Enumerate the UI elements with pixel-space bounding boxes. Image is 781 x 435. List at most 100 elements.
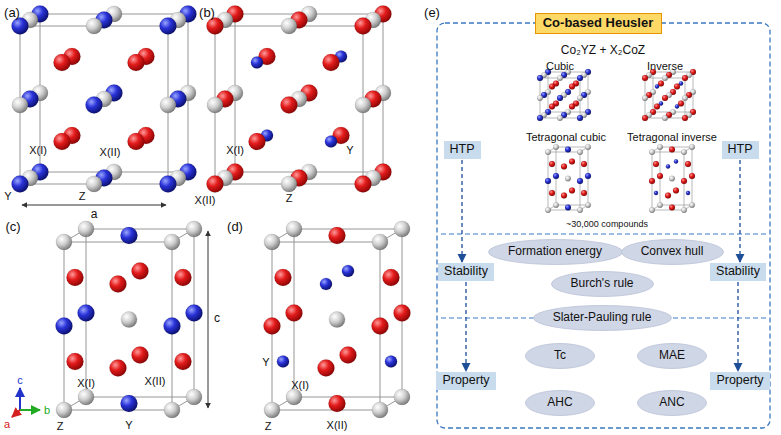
atom-sphere [537, 75, 543, 81]
atom-sphere [54, 54, 71, 71]
site-label: X(II) [145, 376, 166, 387]
atom-sphere [186, 389, 202, 405]
flow-arrow [739, 160, 740, 262]
dimension-label: c [214, 312, 220, 324]
crystal-structures [12, 6, 697, 418]
atom-sphere [54, 133, 71, 150]
atom-sphere [665, 193, 671, 199]
atom-sphere [286, 305, 303, 322]
cell-edge [548, 152, 580, 153]
mini-tetragonal-cell [545, 144, 591, 213]
atom-sphere [561, 164, 567, 170]
ellipse-shape [526, 344, 595, 369]
property-ellipse: Slater-Pauling rule [533, 305, 672, 331]
atom-sphere [666, 164, 670, 168]
dimension-label: a [91, 208, 98, 220]
atom-sphere [655, 84, 659, 88]
site-label: Y [346, 145, 353, 156]
site-label: X(I) [291, 380, 309, 391]
atom-sphere [662, 75, 668, 81]
cell-edge [660, 147, 692, 148]
atom-sphere [685, 161, 691, 167]
atom-sphere [682, 75, 688, 81]
ellipse-shape [488, 240, 622, 265]
atom-sphere [372, 402, 388, 418]
atom-sphere [56, 318, 73, 335]
atom-sphere [264, 318, 281, 335]
atom-sphere [340, 347, 357, 364]
cell-edge [652, 210, 684, 211]
atom-sphere [355, 18, 372, 35]
atom-sphere [121, 227, 138, 244]
cell-edge [64, 242, 172, 243]
atom-sphere [682, 95, 688, 101]
panel-letter: (b) [199, 6, 215, 19]
site-label: X(I) [77, 378, 95, 389]
atom-sphere [577, 207, 583, 213]
dimension-arrow [22, 205, 166, 206]
atom-sphere [128, 133, 145, 150]
ellipse-shape [526, 391, 595, 416]
atom-sphere [689, 202, 695, 208]
atom-sphere [669, 205, 675, 211]
atom-sphere [56, 234, 72, 250]
atom-sphere [581, 161, 587, 167]
atom-sphere [160, 97, 176, 113]
atom-sphere [545, 207, 551, 213]
atom-sphere [649, 178, 655, 184]
atom-sphere [78, 221, 94, 237]
atom-sphere [585, 202, 591, 208]
node-text: Burch's rule [571, 277, 634, 290]
atom-sphere [355, 97, 371, 113]
atom-sphere [249, 133, 266, 150]
atom-sphere [657, 202, 663, 208]
site-label: Y [262, 357, 269, 368]
atom-sphere [186, 305, 203, 322]
property-ellipse: Burch's rule [551, 271, 654, 297]
atom-sphere [56, 402, 72, 418]
flow-arrow [465, 282, 466, 371]
ellipse-shape [638, 344, 707, 369]
inverse-cell [207, 6, 392, 193]
formula-label: Co₂YZ + X₂CoZ [561, 44, 645, 56]
dashed-frame [437, 23, 770, 428]
tetragonal-cell [56, 221, 203, 418]
mini-tetragonal-inverse-cell [649, 144, 695, 213]
atom-sphere [132, 347, 149, 364]
atom-sphere [385, 355, 397, 367]
atom-sphere [320, 278, 332, 290]
atom-sphere [649, 149, 655, 155]
node-text: ANC [659, 396, 684, 409]
atom-sphere [669, 147, 675, 153]
atom-sphere [557, 95, 563, 101]
atom-sphere [553, 173, 559, 179]
axis-arrow [19, 388, 21, 410]
atom-sphere [657, 144, 663, 150]
node-text: HTP [450, 143, 475, 157]
atom-sphere [67, 353, 84, 370]
cell-edge [294, 397, 402, 398]
atom-sphere [662, 115, 668, 121]
atom-sphere [264, 234, 280, 250]
site-label: Y [125, 420, 132, 431]
site-label: X(II) [195, 195, 216, 206]
title-box: Co-based Heusler [535, 13, 662, 34]
atom-sphere [681, 207, 687, 213]
cubic-cell [12, 6, 197, 193]
atom-sphere [164, 234, 180, 250]
atom-sphere [577, 95, 583, 101]
atom-sphere [675, 104, 679, 108]
mini-cubic-cell [537, 69, 591, 121]
atom-sphere [329, 312, 345, 328]
site-label: Z [79, 191, 86, 202]
atom-sphere [561, 193, 567, 199]
atom-sphere [689, 144, 695, 150]
atom-sphere [642, 75, 648, 81]
stage-box: Property [710, 372, 770, 390]
atom-sphere [565, 147, 571, 153]
node-text: Tc [554, 349, 566, 362]
atom-sphere [662, 95, 668, 101]
atom-sphere [281, 176, 297, 192]
atom-sphere [674, 84, 680, 90]
